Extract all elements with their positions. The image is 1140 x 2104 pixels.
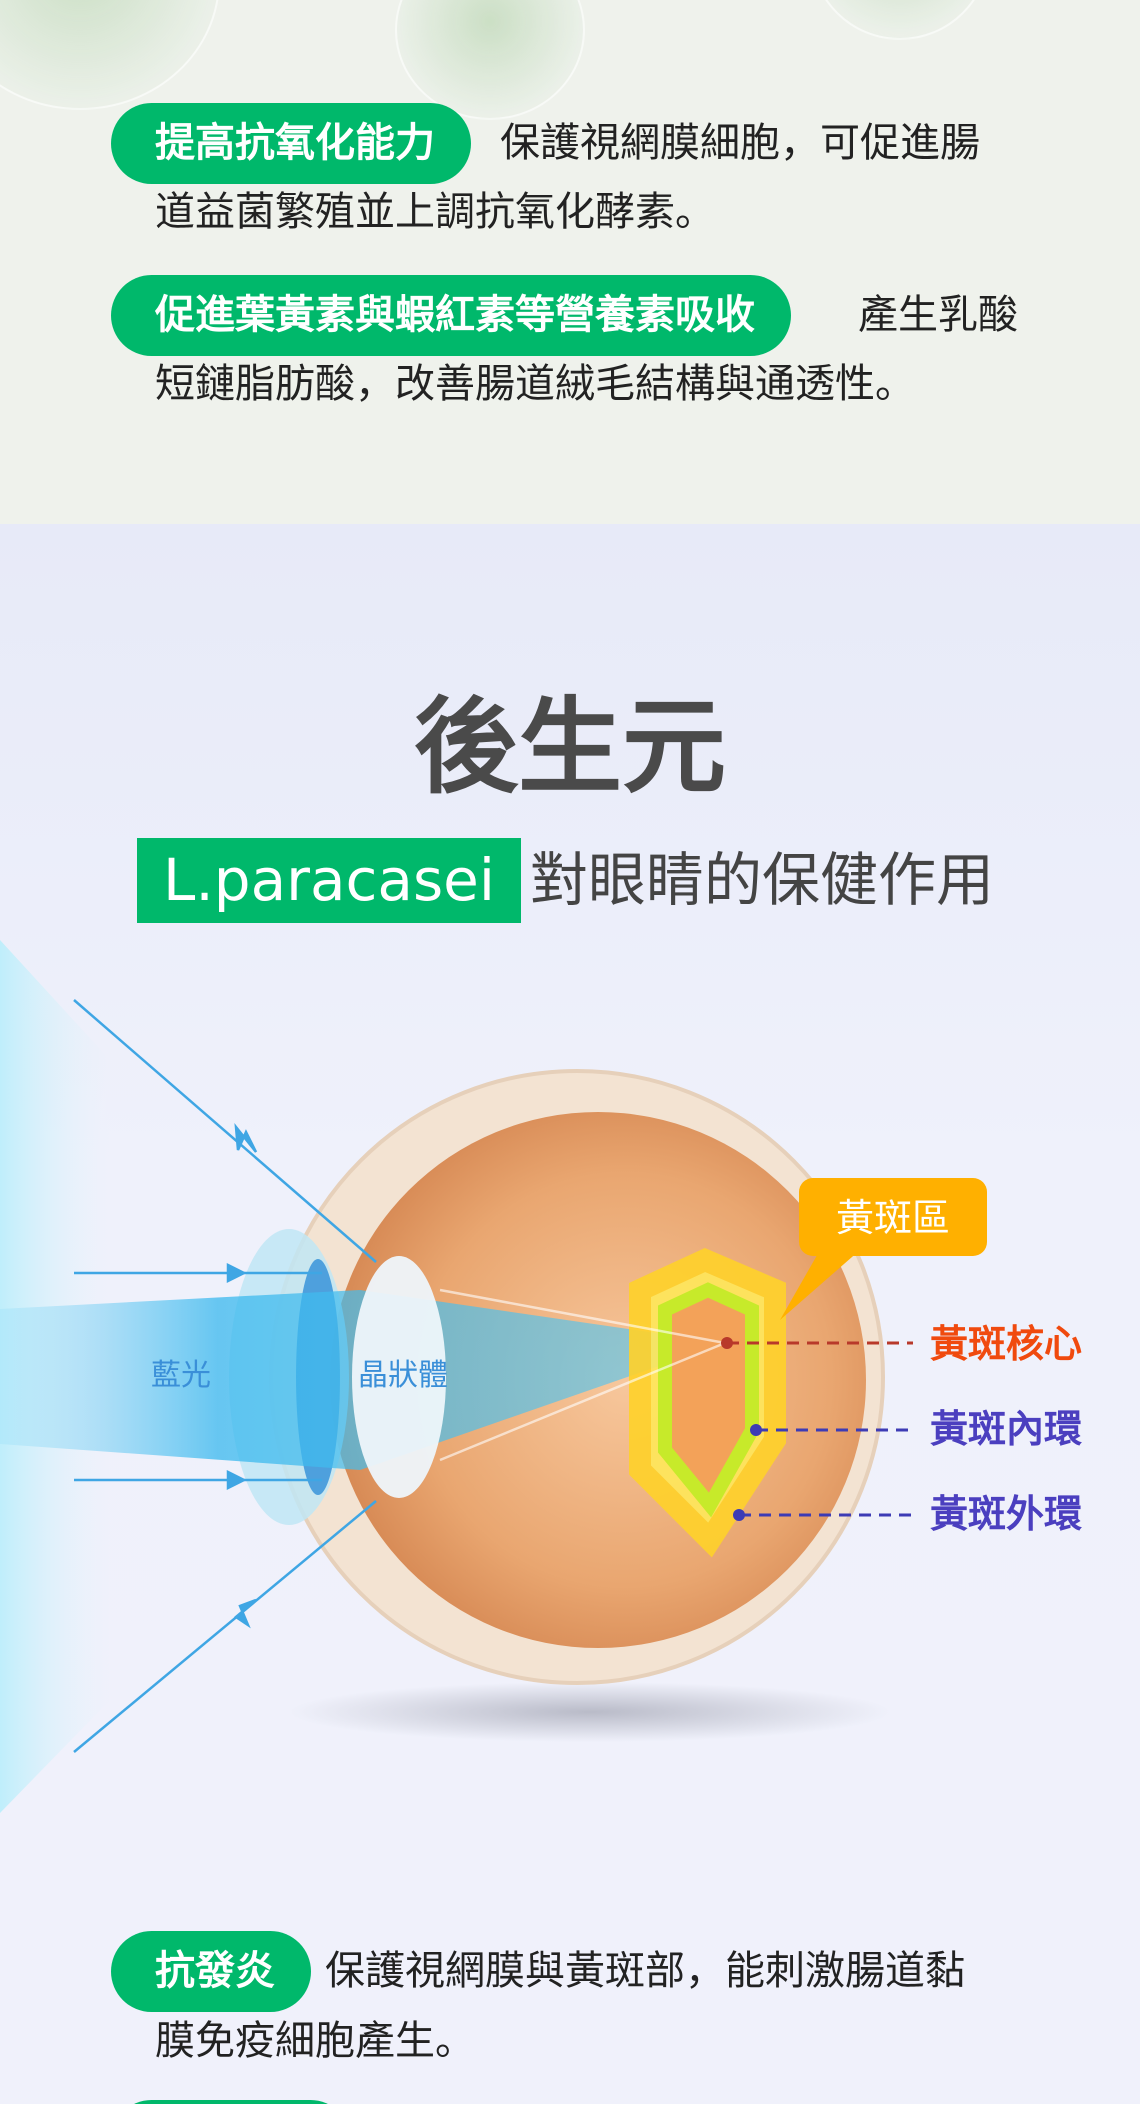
- lens-label: 晶狀體: [358, 1358, 448, 1393]
- benefit-text: 道益菌繁殖並上調抗氧化酵素。: [155, 189, 715, 235]
- benefit-text: 短鏈脂肪酸，改善腸道絨毛結構與通透性。: [155, 361, 915, 407]
- lens: [352, 1256, 446, 1498]
- postbiotic-section: 後生元 L.paracasei 對眼睛的保健作用: [0, 524, 1140, 2104]
- decorative-bubble: [395, 0, 585, 120]
- core-dot: [721, 1337, 733, 1349]
- macula-callout: [799, 1178, 987, 1256]
- section-subtitle: 對眼睛的保健作用: [530, 846, 995, 914]
- benefit-tag: 提高抗氧化能力: [111, 103, 471, 184]
- section-title: 後生元: [413, 685, 726, 808]
- macula-area-label: 黃斑區: [836, 1196, 950, 1240]
- benefit-tag-partial: [111, 2100, 351, 2104]
- eye-shadow: [290, 1682, 890, 1742]
- outer-dot: [733, 1509, 745, 1521]
- benefits-section-top: 提高抗氧化能力 保護視網膜細胞，可促進腸 道益菌繁殖並上調抗氧化酵素。 促進葉黃…: [0, 0, 1140, 524]
- benefit-text: 膜免疫細胞產生。: [155, 2018, 475, 2064]
- benefit-text: 保護視網膜細胞，可促進腸: [500, 120, 980, 166]
- benefit-text: 產生乳酸: [858, 292, 1018, 338]
- eye-diagram: 黃斑區 藍光 晶狀體 黃斑核心 黃斑內環 黃斑外環: [0, 940, 1082, 1813]
- macula-outer-label: 黃斑外環: [930, 1492, 1082, 1536]
- strain-tag: L.paracasei: [137, 838, 521, 923]
- light-rays: [73, 999, 726, 1753]
- decorative-bubble: [0, 0, 220, 110]
- decorative-bubble: [810, 0, 990, 40]
- benefit-tag: 促進葉黃素與蝦紅素等營養素吸收: [111, 275, 791, 356]
- macula-core-label: 黃斑核心: [930, 1322, 1082, 1366]
- benefit-text: 保護視網膜與黃斑部，能刺激腸道黏: [325, 1948, 965, 1994]
- macula-inner-label: 黃斑內環: [930, 1407, 1082, 1451]
- blue-light-label: 藍光: [151, 1358, 211, 1393]
- benefit-tag: 抗發炎: [111, 1931, 311, 2012]
- inner-dot: [750, 1424, 762, 1436]
